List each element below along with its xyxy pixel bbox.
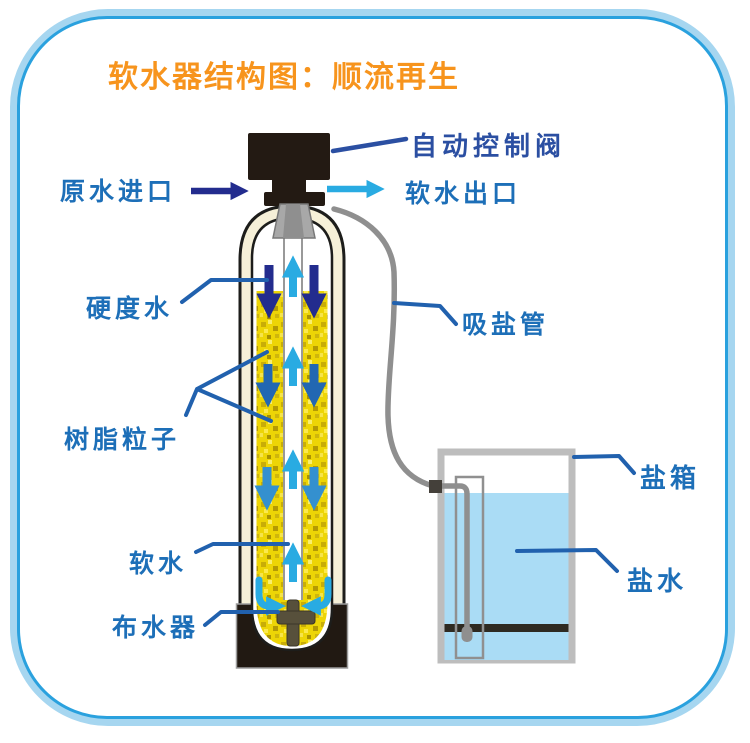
label-hardness-water: 硬度水 xyxy=(86,295,174,323)
pointer-soft-water xyxy=(194,542,290,554)
label-water-distributor: 布水器 xyxy=(112,614,200,642)
label-resin-particles: 树脂粒子 xyxy=(64,426,181,454)
label-salt-water: 盐水 xyxy=(627,566,688,596)
pointer-salt-suction-pipe xyxy=(392,301,458,326)
brine-pipe-group xyxy=(331,206,473,642)
control-valve xyxy=(248,133,330,206)
water-distributor-part xyxy=(276,599,316,647)
brine-pipe xyxy=(331,206,470,630)
label-auto-control-valve: 自动控制阀 xyxy=(411,131,567,161)
pointer-salt-water xyxy=(515,548,619,573)
label-raw-water-inlet: 原水进口 xyxy=(60,178,177,206)
label-salt-suction-pipe: 吸盐管 xyxy=(462,311,550,339)
brine-pipe-strainer xyxy=(461,626,473,642)
page-title: 软水器结构图：顺流再生 xyxy=(108,61,460,94)
label-soft-water-outlet: 软水出口 xyxy=(405,180,522,208)
softener-tank xyxy=(235,133,349,669)
uturn-arrows xyxy=(255,576,332,616)
brine-grid-plate xyxy=(444,624,569,632)
brine-tank xyxy=(437,448,576,664)
label-salt-box: 盐箱 xyxy=(640,463,701,493)
brine-well xyxy=(454,475,485,660)
downflow-arrows-top xyxy=(256,265,327,319)
riser-tube xyxy=(284,214,302,600)
pipe-wall-connector xyxy=(429,480,442,493)
pointer-salt-box xyxy=(572,454,636,475)
pointer-water-distributor xyxy=(203,610,280,627)
downflow-arrows-lower xyxy=(254,467,327,511)
pointer-hardness-water xyxy=(180,278,269,304)
pointer-auto-control-valve xyxy=(330,136,409,154)
pointer-resin-particles xyxy=(184,350,273,423)
downflow-arrows-middle xyxy=(255,364,327,408)
label-soft-water: 软水 xyxy=(129,550,188,578)
pointer-lines xyxy=(180,136,636,627)
inlet-funnel-inner xyxy=(283,204,304,238)
